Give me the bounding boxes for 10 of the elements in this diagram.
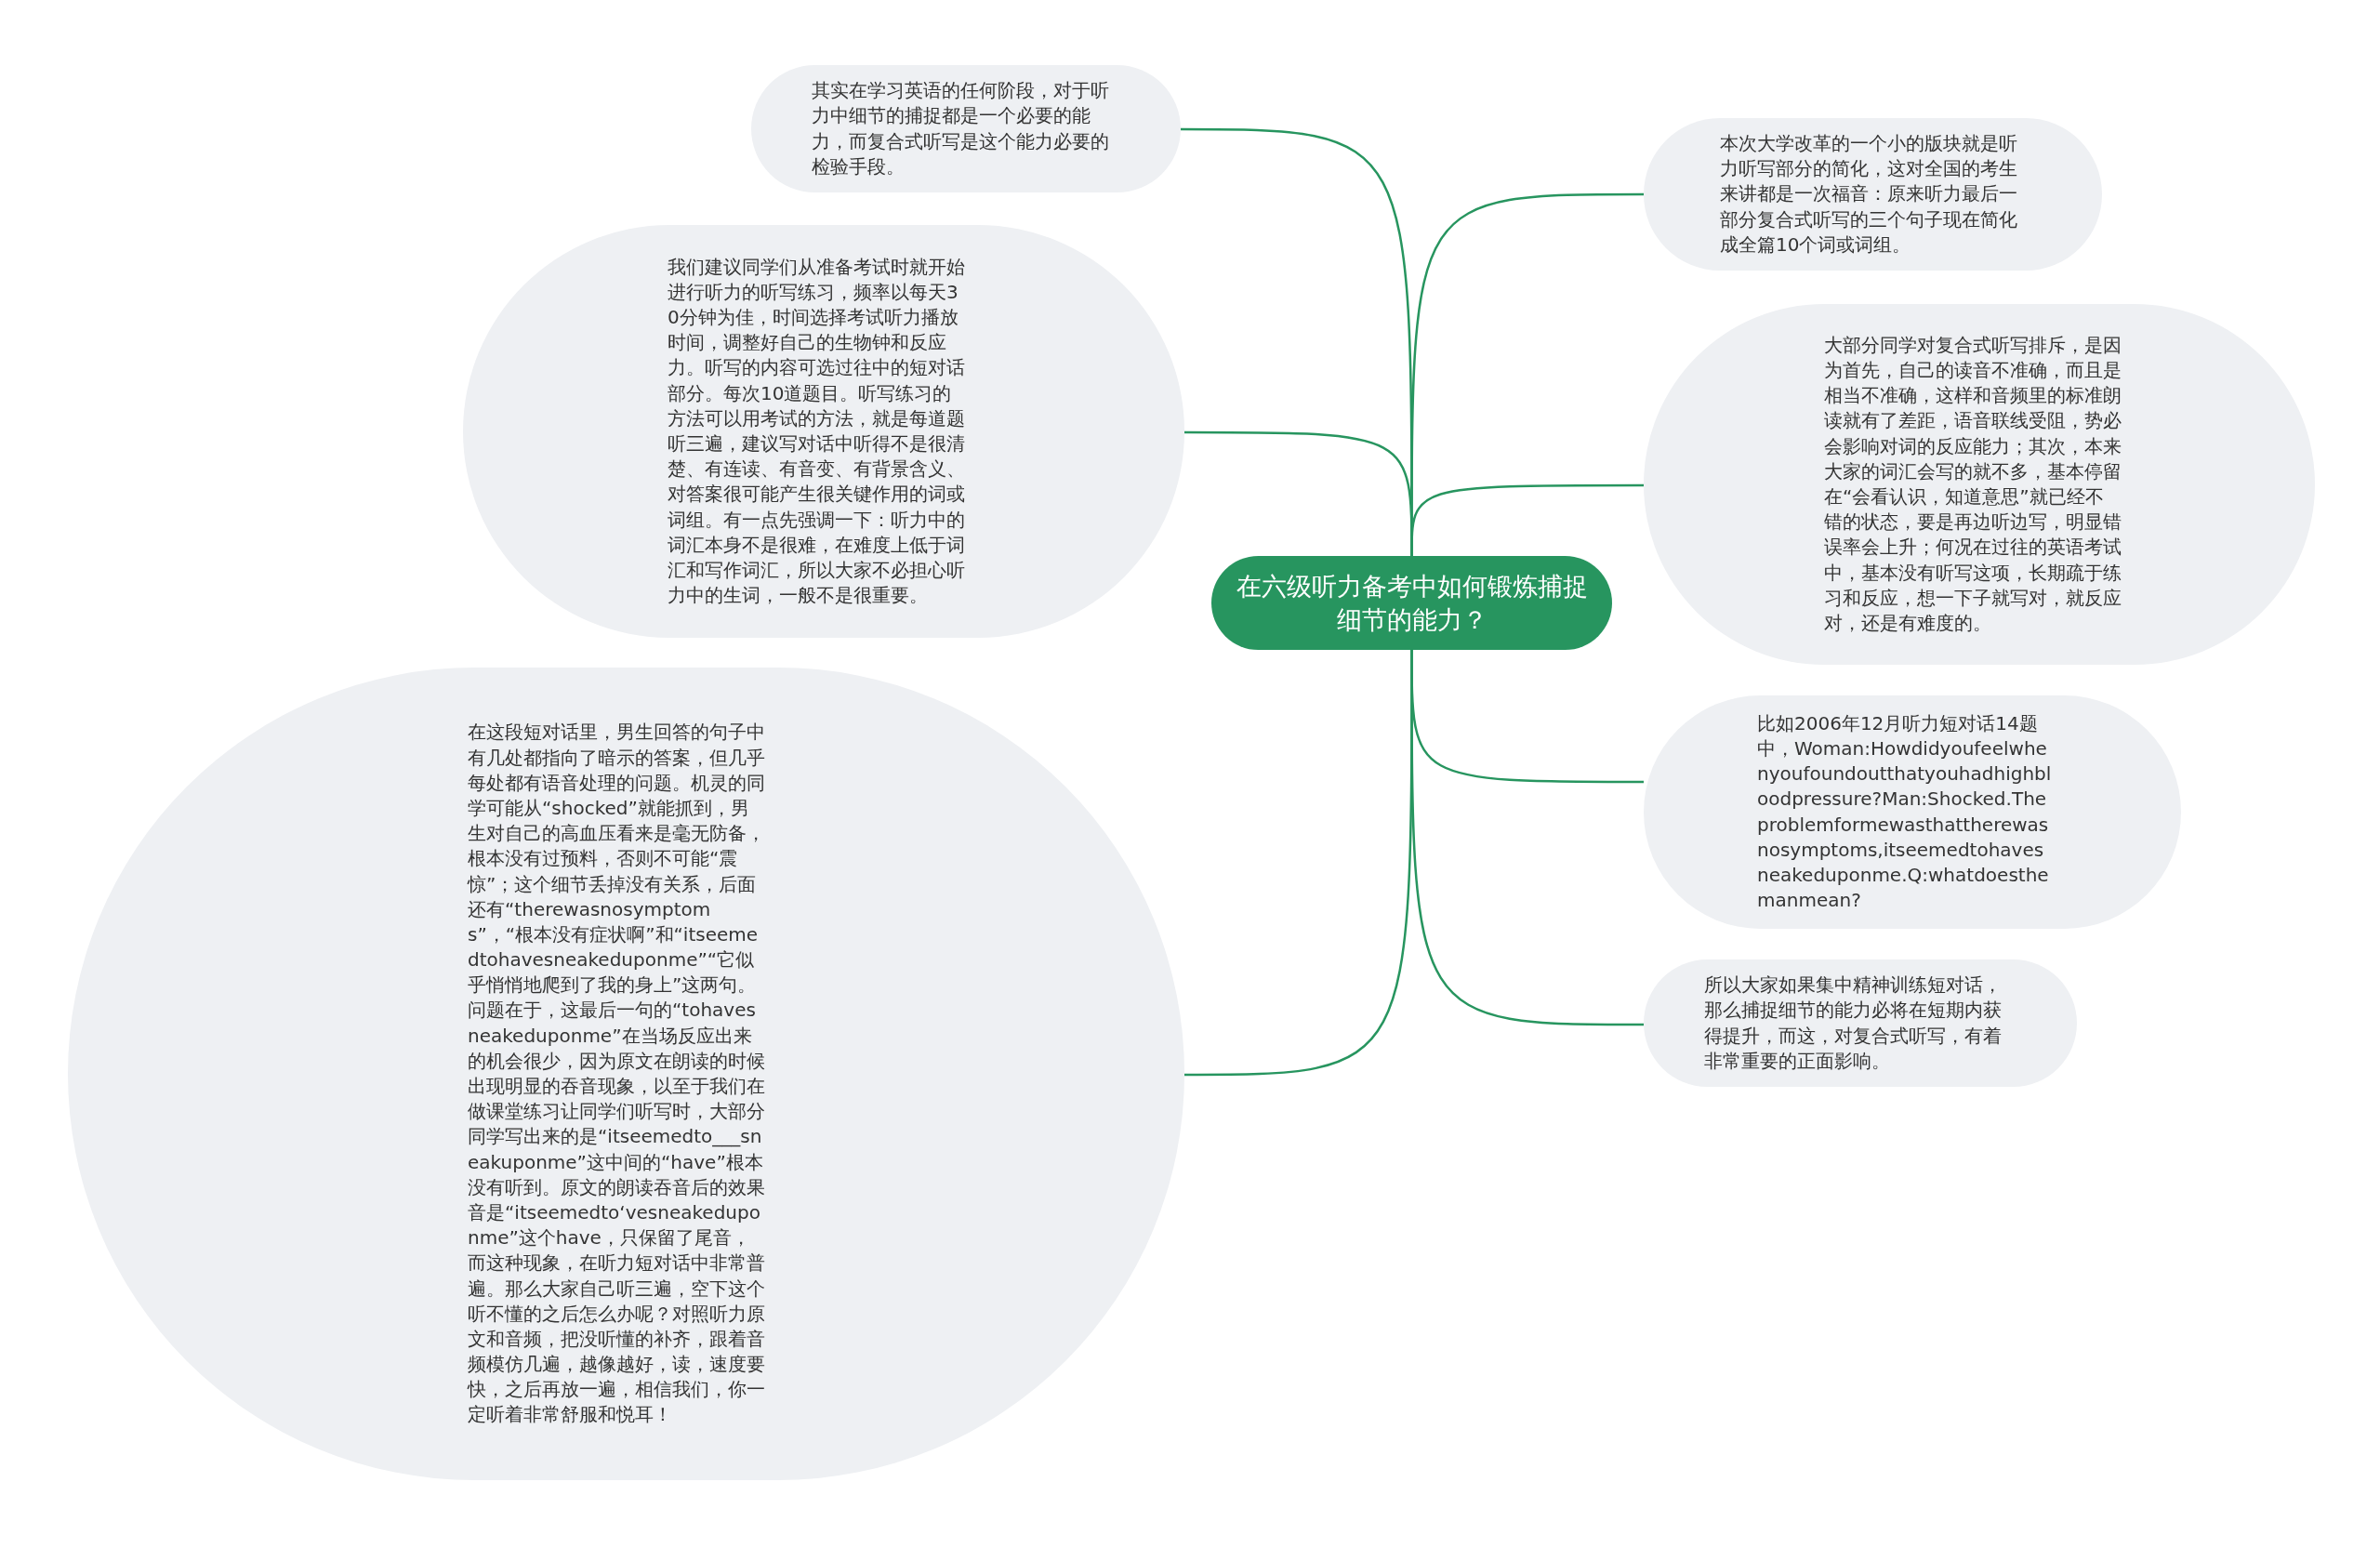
topic-text: 本次大学改革的一个小的版块就是听力听写部分的简化，这对全国的考生来讲都是一次福音：原来听力最后一部分复合式听写的三个句子现在简化成全篇10个词或词组。 bbox=[1720, 131, 2017, 258]
topic-text: 比如2006年12月听力短对话14题中，Woman:Howdidyoufeelwhenyoufoundoutthatyouhadhighbloodpressure?Man:Shocked.Theproblemformewasthattherewasnosymptoms,itseemedtohavesneakeduponme.Q:whatdoesthemanmean? bbox=[1757, 710, 2053, 914]
topic-text: 大部分同学对复合式听写排斥，是因为首先，自己的读音不准确，而且是相当不准确，这样和音频里的标准朗读就有了差距，语音联线受阻，势必会影响对词的反应能力；其次，本来大家的词汇会写的就不多，基本停留在“会看认识，知道意思”就已经不错的状态，要是再边听边写，明显错误率会上升；何况在过往的英语考试中，基本没有听写这项，长期疏于练习和反应，想一下子就写对，就反应对，还是有难度的。 bbox=[1824, 332, 2122, 636]
topic-text: 在这段短对话里，男生回答的句子中有几处都指向了暗示的答案，但几乎每处都有语音处理的问题。机灵的同学可能从“shocked”就能抓到，男生对自己的高血压看来是毫无防备，根本没有过预料，否则不可能“震惊”；这个细节丢掉没有关系，后面还有“therewasnosymptoms”，“根本没有症状啊”和“itseemedtohavesneakeduponme”“它似乎悄悄地爬到了我的身上”这两句。问题在于，这最后一句的“tohavesneakeduponme”在当场反应出来的机会很少，因为原文在朗读的时候出现明显的吞音现象，以至于我们在做课堂练习让同学们听写时，大部分同学写出来的是“itseemedto___sneakuponme”这中间的“have”根本没有听到。原文的朗读吞音后的效果音是“itseemedto‘vesneakeduponme”这个have，只保留了尾音，而这种现象，在听力短对话中非常普遍。那么大家自己听三遍，空下这个听不懂的之后怎么办呢？对照听力原文和音频，把没听懂的补齐，跟着音频模仿几遍，越像越好，读，速度要快，之后再放一遍，相信我们，你一定听着非常舒服和悦耳！ bbox=[468, 720, 765, 1428]
connector-line bbox=[1410, 650, 1644, 1026]
connector-line bbox=[1410, 483, 1644, 556]
topic-text: 我们建议同学们从准备考试时就开始进行听力的听写练习，频率以每天30分钟为佳，时间选择考试听力播放时间，调整好自己的生物钟和反应力。听写的内容可选过往中的短对话部分。每次10道题目。听写练习的方法可以用考试的方法，就是每道题听三遍，建议写对话中听得不是很清楚、有连读、有音变、有背景含义、对答案很可能产生很关键作用的词或词组。有一点先强调一下：听力中的词汇本身不是很难，在难度上低于词汇和写作词汇，所以大家不必担心听力中的生词，一般不是很重要。 bbox=[668, 254, 965, 609]
topic-text: 所以大家如果集中精神训练短对话，那么捕捉细节的能力必将在短期内获得提升，而这，对复合式听写，有着非常重要的正面影响。 bbox=[1704, 972, 2002, 1074]
central-topic-text: 在六级听力备考中如何锻炼捕捉细节的能力？ bbox=[1236, 571, 1588, 636]
topic-text: 其实在学习英语的任何阶段，对于听力中细节的捕捉都是一个必要的能力，而复合式听写是这个能力必要的检验手段。 bbox=[812, 78, 1109, 179]
